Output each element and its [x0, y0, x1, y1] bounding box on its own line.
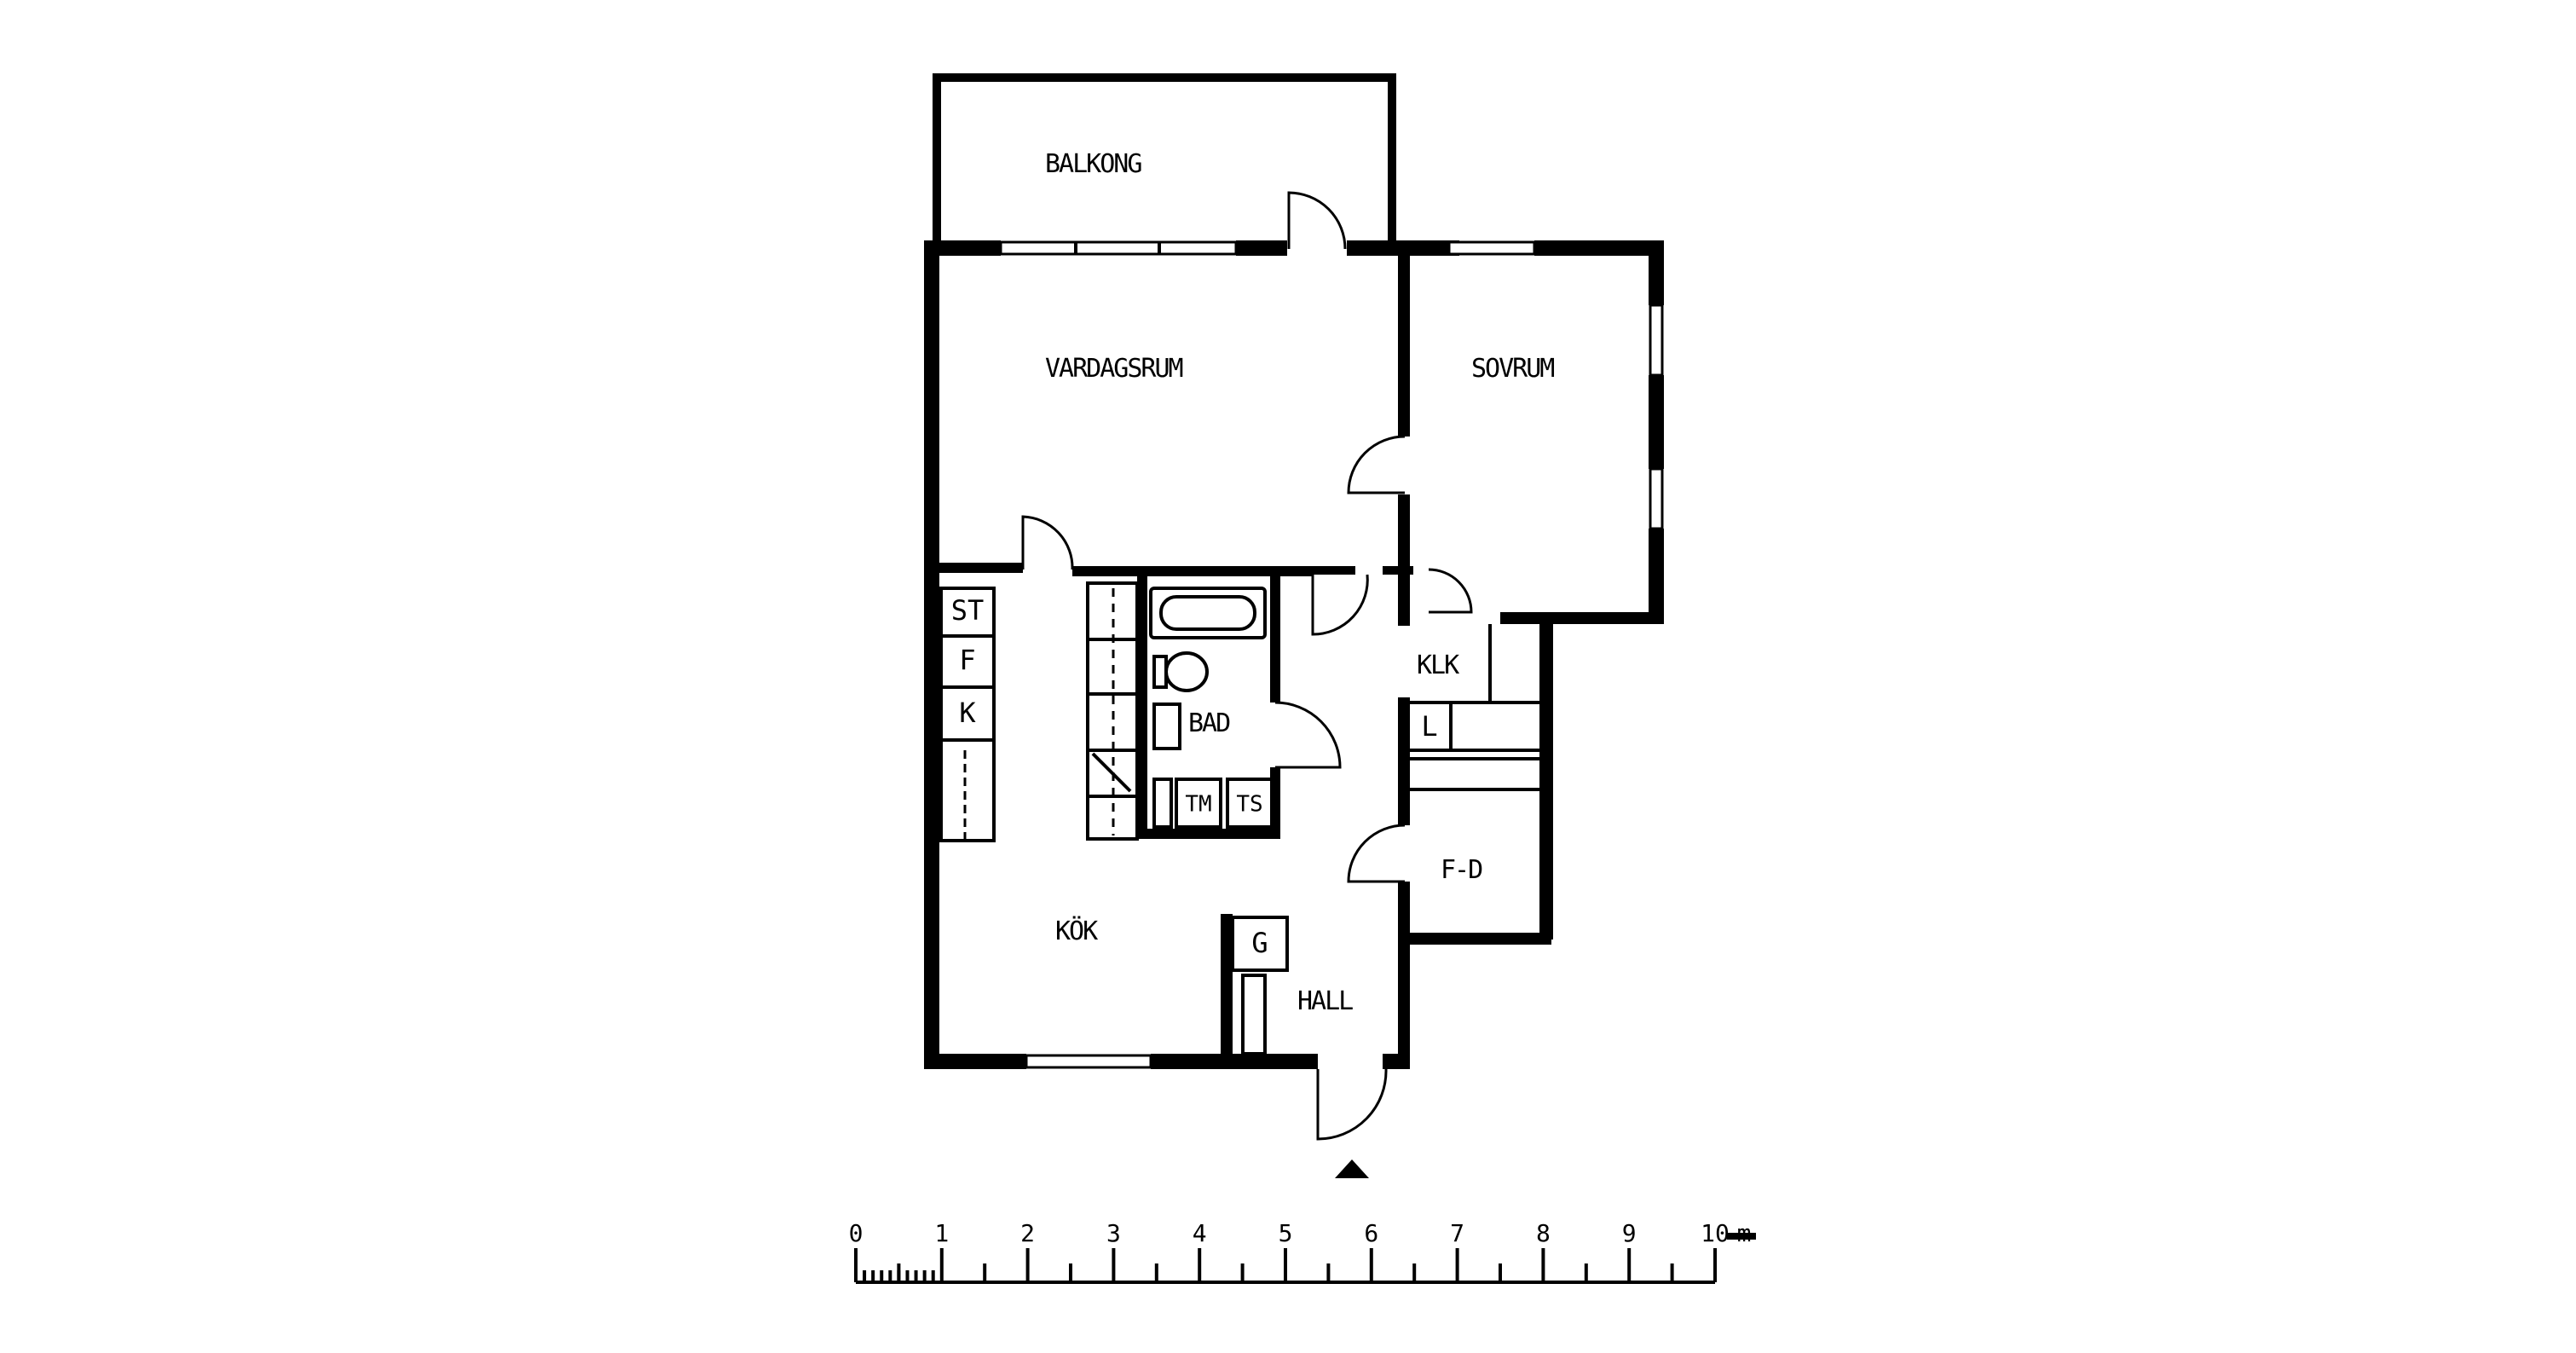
- room-label-closet: KLK: [1417, 650, 1459, 680]
- fixture-label-freezer: F: [959, 644, 975, 676]
- scale-tick-label: 3: [1106, 1219, 1121, 1247]
- room-label-storage: F-D: [1441, 855, 1482, 885]
- main-walls: [924, 240, 1664, 1069]
- entrance-arrow-icon: [1335, 1159, 1369, 1178]
- closet-fixtures: [1406, 624, 1539, 791]
- scale-tick-label: 0: [849, 1219, 863, 1247]
- fixture-label-wardrobe: G: [1251, 927, 1268, 959]
- hall-wardrobe: [1231, 916, 1289, 1055]
- room-label-balcony: BALKONG: [1045, 149, 1141, 179]
- room-label-bedroom: SOVRUM: [1471, 354, 1554, 384]
- fixture-label-dryer: TS: [1236, 792, 1262, 818]
- room-label-bathroom: BAD: [1188, 708, 1230, 738]
- fixture-label-washer: TM: [1185, 792, 1211, 818]
- scale-unit-label: m: [1737, 1219, 1752, 1247]
- inner-counter: [1086, 581, 1139, 841]
- scale-tick-label: 2: [1020, 1219, 1035, 1247]
- fixture-label-linen: L: [1421, 710, 1437, 743]
- room-label-hall: HALL: [1297, 986, 1353, 1016]
- doors: [1021, 191, 1473, 1141]
- bathroom-fixtures: [1149, 587, 1274, 829]
- scale-tick-label: 8: [1536, 1219, 1551, 1247]
- room-label-kitchen: KÖK: [1055, 916, 1098, 946]
- room-label-living-room: VARDAGSRUM: [1045, 354, 1183, 384]
- kitchen-counter: [939, 587, 996, 842]
- fixture-label-stove-top: ST: [951, 594, 985, 627]
- fixture-label-fridge: K: [959, 697, 976, 729]
- scale-tick-label: 9: [1622, 1219, 1637, 1247]
- scale-tick-label: 6: [1364, 1219, 1378, 1247]
- scale-tick-label: 4: [1193, 1219, 1207, 1247]
- scale-tick-label: 7: [1450, 1219, 1464, 1247]
- scale-unit-marker: [1727, 1233, 1756, 1240]
- scale-tick-label: 10: [1701, 1219, 1730, 1247]
- windows: [999, 240, 1664, 1069]
- balcony-walls: [933, 73, 1396, 244]
- scale-tick-label: 5: [1279, 1219, 1293, 1247]
- scale-tick-label: 1: [934, 1219, 949, 1247]
